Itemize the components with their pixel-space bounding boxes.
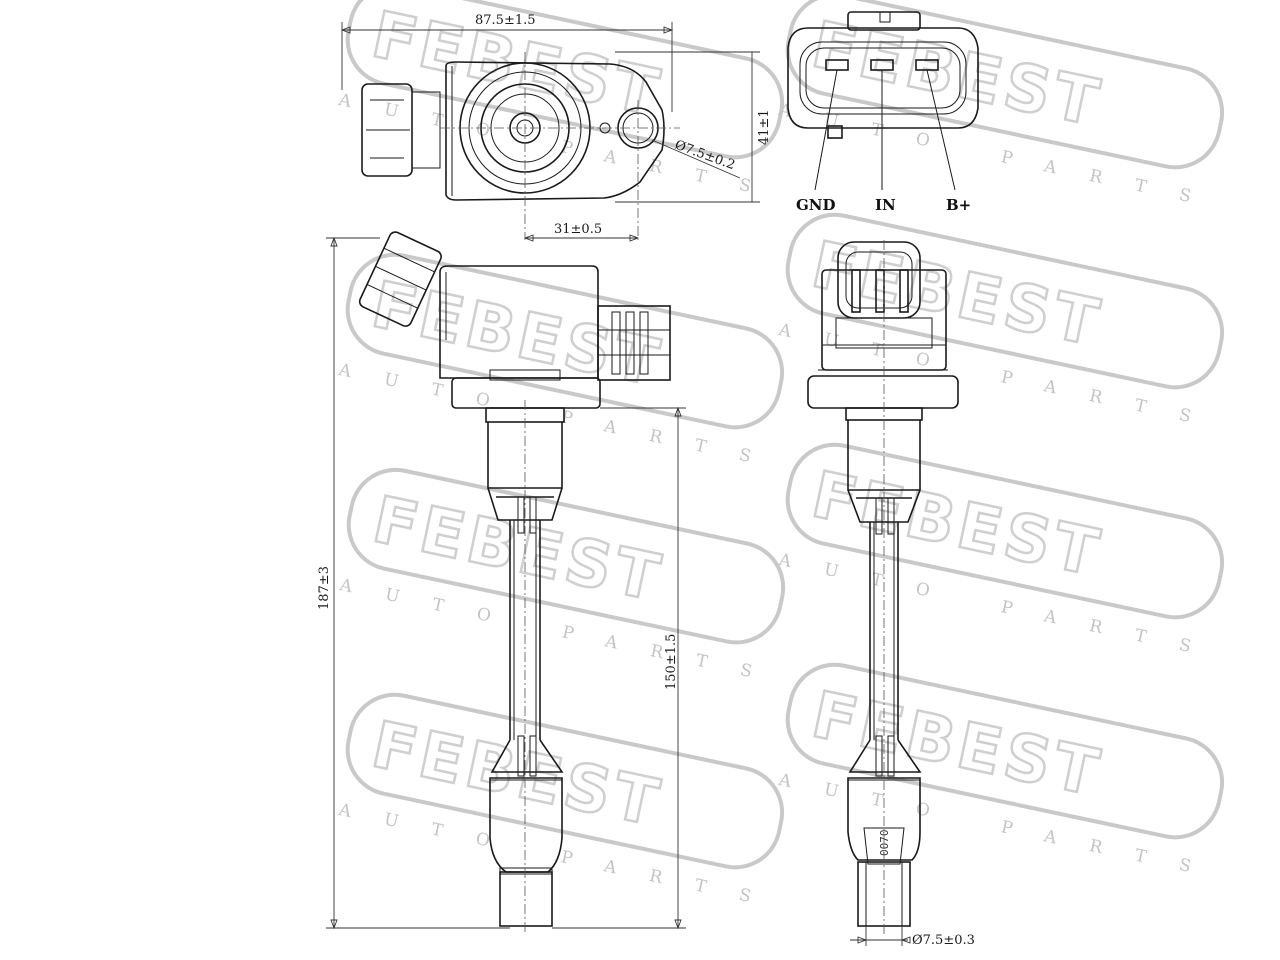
pin-label-bplus: B+ — [946, 196, 971, 214]
side-view-head — [439, 265, 599, 379]
dim-tip-diameter: Ø7.5±0.3 — [912, 933, 975, 948]
side-view-tip — [499, 871, 553, 927]
pin-label-gnd: GND — [796, 196, 836, 214]
pin-label-in: IN — [875, 196, 896, 214]
side-view-connector — [358, 231, 442, 327]
front-view-flange — [807, 375, 959, 409]
dim-top-height: 41±1 — [757, 109, 772, 145]
dim-mount-offset: 31±0.5 — [554, 222, 602, 237]
connector-end-view: GND IN B+ — [787, 11, 979, 214]
dim-top-width: 87.5±1.5 — [475, 13, 536, 28]
dim-boot-length: 150±1.5 — [664, 634, 679, 690]
connector-housing — [787, 27, 979, 129]
side-connector-block — [597, 305, 671, 381]
part-stamp-code: 0070 — [878, 830, 891, 857]
front-view-boot — [847, 777, 921, 861]
front-view: 0070 Ø7.5±0.3 — [807, 240, 975, 948]
side-view: 187±3 150±1.5 — [317, 231, 686, 935]
top-view-body — [445, 61, 665, 201]
dim-overall-length: 187±3 — [317, 566, 332, 610]
